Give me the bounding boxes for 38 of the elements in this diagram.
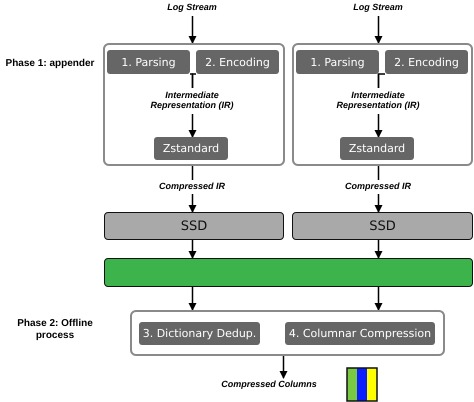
process-box: 2. Encoding — [196, 50, 279, 74]
arrow — [374, 287, 382, 311]
process-box: Zstandard — [154, 137, 228, 160]
group-box — [103, 43, 285, 166]
arrow — [374, 114, 382, 138]
connector-line — [192, 166, 194, 180]
arrow — [374, 16, 382, 44]
arrow — [280, 356, 288, 379]
arrow — [188, 194, 196, 213]
flow-label: Log Stream — [152, 0, 232, 16]
flow-label: Compressed IR — [142, 180, 242, 194]
process-box: Zstandard — [340, 137, 414, 160]
storage-bar — [104, 258, 473, 287]
process-box: 1. Parsing — [107, 50, 190, 74]
process-box: 2. Encoding — [385, 50, 468, 74]
storage-box: SSD — [292, 212, 473, 240]
arrow — [188, 114, 196, 138]
flow-label: Intermediate Representation (IR) — [136, 88, 248, 114]
arrow — [374, 240, 382, 259]
group-box — [130, 310, 445, 356]
arrow — [374, 194, 382, 213]
flow-label: Intermediate Representation (IR) — [322, 88, 434, 114]
arrow — [188, 287, 196, 311]
flow-label: Compressed IR — [328, 180, 428, 194]
storage-box: SSD — [104, 212, 284, 240]
phase-label: Phase 2: Offline process — [16, 318, 94, 341]
connector-line — [192, 73, 196, 88]
flow-label: Compressed Columns — [200, 378, 338, 392]
process-box: 1. Parsing — [296, 50, 379, 74]
group-box — [292, 43, 473, 166]
connector-line — [378, 73, 385, 88]
arrow — [188, 240, 196, 259]
process-box: 4. Columnar Compression — [285, 322, 435, 345]
connector-line — [378, 166, 380, 180]
arrow — [188, 16, 196, 44]
flow-label: Log Stream — [338, 0, 418, 16]
phase-label: Phase 1: appender — [4, 58, 96, 70]
process-box: 3. Dictionary Dedup. — [139, 322, 260, 345]
